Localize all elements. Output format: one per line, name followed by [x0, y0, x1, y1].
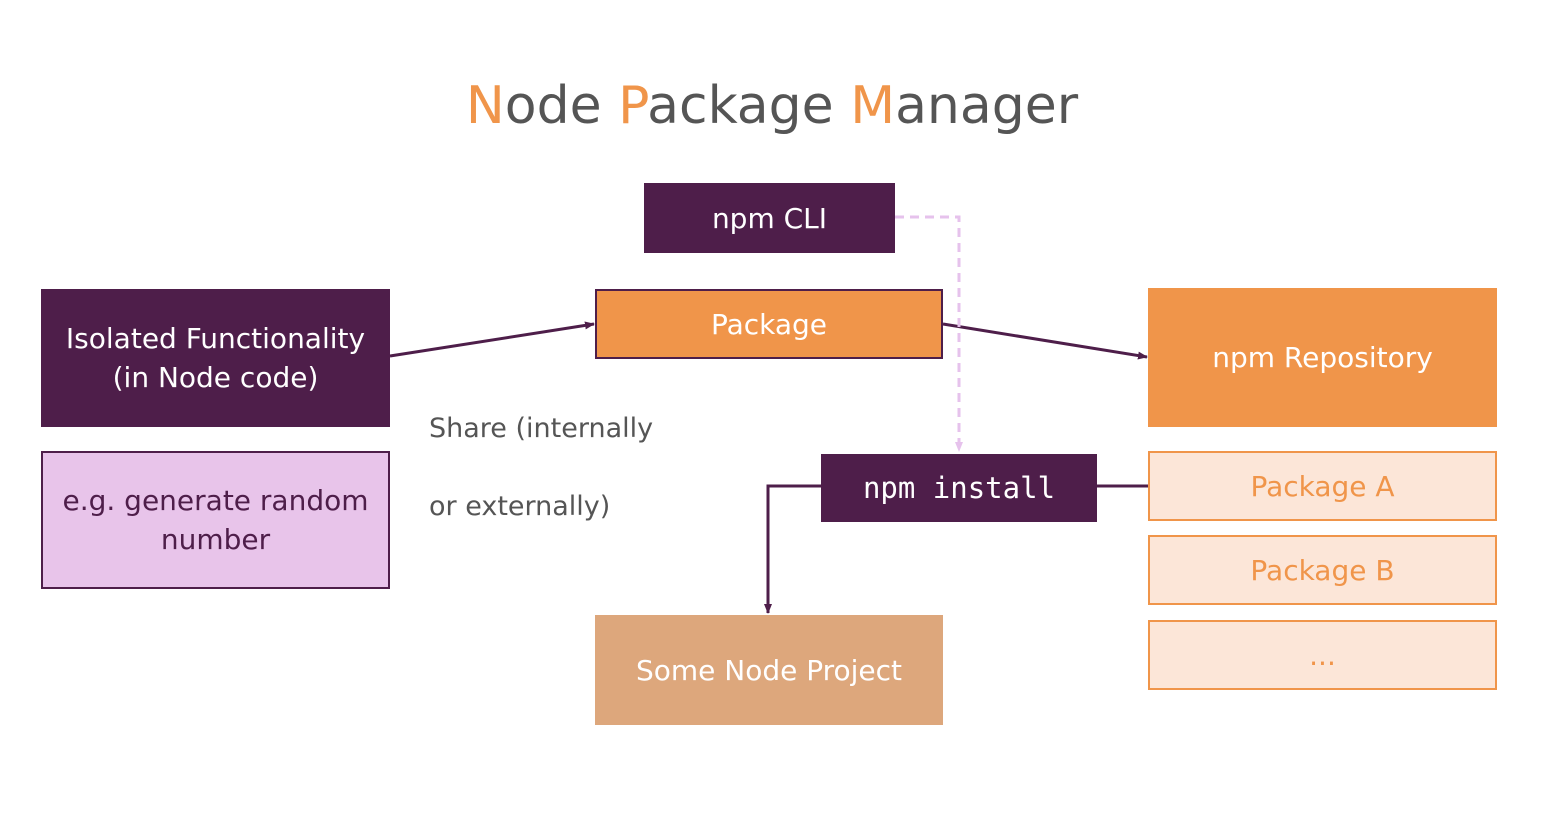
node-project-label: Some Node Project: [635, 653, 903, 687]
repository-label: npm Repository: [1212, 341, 1433, 374]
share-line-1: Share (internally: [429, 413, 654, 444]
title-part: N: [465, 76, 505, 136]
npm-cli-label: npm CLI: [711, 201, 828, 235]
npm-cli-box: npm CLI: [644, 183, 895, 253]
arrow-install-to-project: [764, 484, 821, 614]
title-part: ode: [504, 76, 619, 136]
example-line-2: number: [160, 523, 271, 556]
npm-repository-box: npm Repository: [1148, 288, 1497, 427]
npm-install-label: npm install: [862, 471, 1056, 505]
node-project-box: Some Node Project: [595, 615, 943, 725]
package-label: Package: [710, 307, 828, 341]
package-b-box: Package B: [1148, 535, 1497, 605]
title-part: M: [850, 76, 896, 136]
dashed-cli-to-install: [895, 215, 963, 452]
package-a-box: Package A: [1148, 451, 1497, 521]
arrow-isolated-to-package: [389, 321, 595, 358]
isolated-line-1: Isolated Functionality: [65, 322, 366, 355]
isolated-line-2: (in Node code): [112, 361, 319, 394]
isolated-functionality-box: Isolated Functionality (in Node code): [41, 289, 390, 427]
npm-install-box: npm install: [821, 454, 1097, 522]
example-line-1: e.g. generate random: [62, 484, 369, 517]
example-box: e.g. generate random number: [41, 451, 390, 589]
package-more-label: ...: [1309, 638, 1336, 672]
title-part: anager: [895, 76, 1079, 136]
share-line-2: or externally): [429, 491, 611, 522]
title-part: P: [618, 76, 648, 136]
share-edge-label: Share (internally or externally): [429, 370, 729, 565]
package-more-box: ...: [1148, 620, 1497, 690]
slide-title: Node Package Manager: [0, 74, 1544, 138]
package-box: Package: [595, 289, 943, 359]
arrow-package-to-repository: [942, 322, 1148, 360]
package-a-label: Package A: [1250, 469, 1395, 503]
package-b-label: Package B: [1250, 553, 1395, 587]
title-part: ackage: [647, 76, 851, 136]
